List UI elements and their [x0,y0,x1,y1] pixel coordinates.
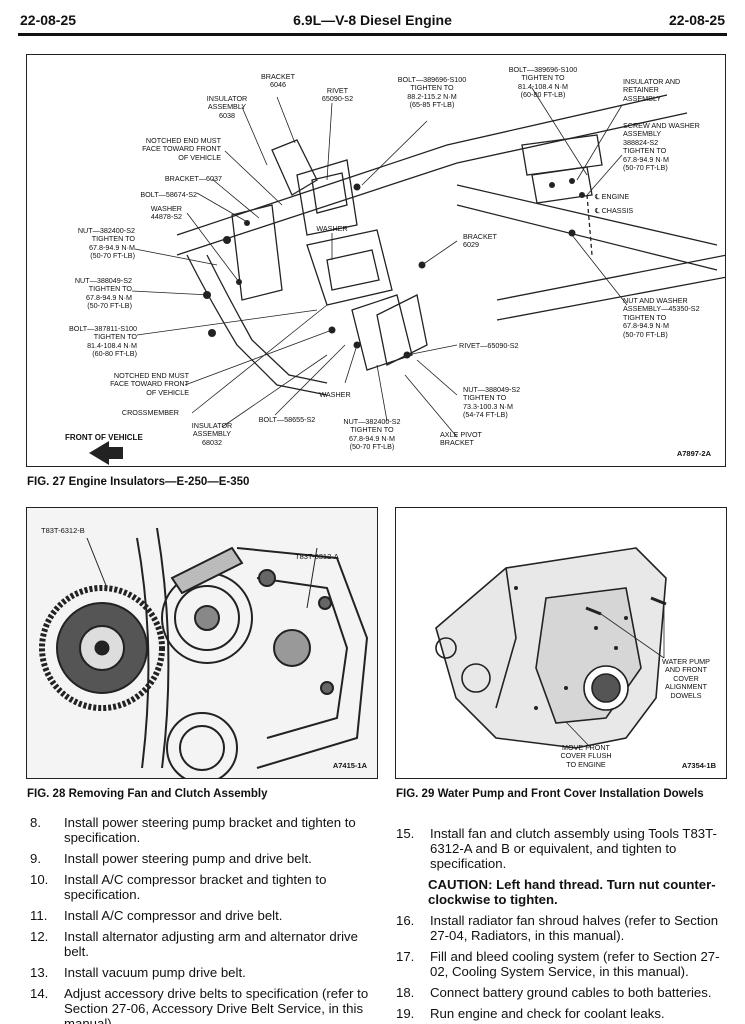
callout-chassis-centerline: ℄ CHASSIS [595,206,634,215]
step-text: Adjust accessory drive belts to specific… [64,986,369,1024]
callout-nut-washer-45350: NUT AND WASHER ASSEMBLY—45350-S2 TIGHTEN… [623,296,700,339]
callout-notched-end-top: NOTCHED END MUST FACE TOWARD FRONT OF VE… [142,136,221,162]
step-number: 19. [396,1006,415,1021]
figure-27-drawing [89,87,725,465]
callout-bracket-6046: BRACKET 6046 [261,72,295,90]
callout-bolt-58655: BOLT—58655-S2 [258,415,316,424]
step-number: 11. [30,908,48,923]
callout-bolt-58674: BOLT—58674-S2 [140,190,197,199]
step-item: 13. Install vacuum pump drive belt. [30,965,372,980]
callout-bracket-6029: BRACKET 6029 [463,232,497,250]
figure-28-caption: FIG. 28 Removing Fan and Clutch Assembly [27,788,268,800]
callout-washer-44878: WASHER 44878-S2 [150,204,182,222]
callout-alignment-dowels: WATER PUMP AND FRONT COVER ALIGNMENT DOW… [662,657,710,700]
step-number: 13. [30,965,49,980]
step-text: Install radiator fan shroud halves (refe… [430,913,719,943]
callout-screw-washer: SCREW AND WASHER ASSEMBLY 388824-S2 TIGH… [623,121,700,173]
figure-27-caption: FIG. 27 Engine Insulators—E-250—E-350 [27,476,249,488]
figure-29-caption: FIG. 29 Water Pump and Front Cover Insta… [396,788,726,801]
figure-27-caption-label: FIG. 27 [27,476,66,488]
callout-rivet-top: RIVET 65090-S2 [321,86,354,104]
callout-move-front-cover: MOVE FRONT COVER FLUSH TO ENGINE [560,743,612,769]
step-text: Connect battery ground cables to both ba… [430,985,712,1000]
step-text: Install vacuum pump drive belt. [64,965,246,980]
step-text: Install power steering pump and drive be… [64,851,312,866]
figure-28-drawing [27,508,377,778]
callout-notched-end-bottom: NOTCHED END MUST FACE TOWARD FRONT OF VE… [110,371,189,397]
page-header: 22-08-25 6.9L—V-8 Diesel Engine 22-08-25 [18,6,727,32]
step-text: Install alternator adjusting arm and alt… [64,929,358,959]
callout-axle-pivot-bracket: AXLE PIVOT BRACKET [440,430,482,448]
callout-crossmember: CROSSMEMBER [121,408,179,417]
step-item: 19. Run engine and check for coolant leak… [396,1006,732,1021]
step-number: 17. [396,949,415,964]
callout-bracket-6037: BRACKET—6037 [164,174,222,183]
step-number: 18. [396,985,415,1000]
left-steps-list: 8. Install power steering pump bracket an… [30,815,372,1024]
step-number: 12. [30,929,49,944]
callout-rivet-bottom: RIVET—65090-S2 [459,341,519,350]
callout-bolt-389696-b: BOLT—389696-S100 TIGHTEN TO 81.4-108.4 N… [508,65,578,100]
step-item: 18. Connect battery ground cables to both… [396,985,732,1000]
step-item: 14. Adjust accessory drive belts to speci… [30,986,372,1024]
step-number: 8. [30,815,41,830]
step-item: 16. Install radiator fan shroud halves (r… [396,913,732,943]
figure-28-fan-clutch: T83T-6312-B T83T-6312-A A7415-1A [26,507,378,779]
figure-28-code: A7415-1A [332,761,367,770]
step-number: 10. [30,872,49,887]
step-item: 8. Install power steering pump bracket an… [30,815,372,845]
step-item: 17. Fill and bleed cooling system (refer … [396,949,732,979]
callout-nut-388049-right: NUT—388049-S2 TIGHTEN TO 73.3-100.3 N·m … [463,385,521,420]
callout-washer-mid: WASHER [316,224,348,233]
header-rule [18,33,727,36]
tool-a-label: T83T-6312-A [295,552,339,561]
step-number: 15. [396,826,415,841]
callout-engine-centerline: ℄ ENGINE [595,192,630,201]
figure-27-engine-insulators: INSULATOR ASSEMBLY 6038 BRACKET 6046 RIV… [26,54,726,467]
callout-nut-382400-left: NUT—382400-S2 TIGHTEN TO 67.8-94.9 N·m (… [77,226,135,261]
step-text: Install A/C compressor and drive belt. [64,908,283,923]
figure-29-code: A7354-1B [681,761,716,770]
page-title: 6.9L—V-8 Diesel Engine [293,12,452,28]
figure-27-code: A7897-2A [676,449,711,458]
callout-nut-388049-left: NUT—388049-S2 TIGHTEN TO 67.8-94.9 N·m (… [74,276,132,311]
step-item: 11. Install A/C compressor and drive belt… [30,908,372,923]
figure-29-caption-text: Water Pump and Front Cover Installation … [437,788,704,800]
caution-note: CAUTION: Left hand thread. Turn nut coun… [428,877,716,907]
figure-28-caption-text: Removing Fan and Clutch Assembly [68,788,268,800]
step-item: 12. Install alternator adjusting arm and … [30,929,372,959]
figure-28-caption-label: FIG. 28 [27,788,66,800]
page-number-left: 22-08-25 [20,12,77,28]
figure-29-caption-label: FIG. 29 [396,788,435,800]
callout-insulator-retainer: INSULATOR AND RETAINER ASSEMBLY [623,77,681,103]
callout-washer-low: WASHER [319,390,351,399]
step-text: Install fan and clutch assembly using To… [430,826,717,871]
callout-nut-382400-bottom: NUT—382400-S2 TIGHTEN TO 67.8-94.9 N·m (… [343,417,401,452]
callout-bolt-387811: BOLT—387811-S100 TIGHTEN TO 81.4-108.4 N… [68,324,137,359]
step-number: 16. [396,913,415,928]
page-number-right: 22-08-25 [668,12,725,28]
callout-bolt-389696-a: BOLT—389696-S100 TIGHTEN TO 88.2-115.2 N… [397,75,467,110]
step-item: 9. Install power steering pump and drive … [30,851,372,866]
step-item: 15. Install fan and clutch assembly using… [396,826,732,871]
front-arrow-icon [89,441,123,465]
tool-b-label: T83T-6312-B [41,526,85,535]
figure-29-drawing [435,547,667,749]
step-number: 14. [30,986,49,1001]
callout-insulator-68032: INSULATOR ASSEMBLY 68032 [191,421,233,447]
step-text: Install power steering pump bracket and … [64,815,356,845]
figure-27-caption-text: Engine Insulators—E-250—E-350 [68,476,250,488]
callout-insulator-6038: INSULATOR ASSEMBLY 6038 [206,94,248,120]
step-text: Install A/C compressor bracket and tight… [64,872,327,902]
step-number: 9. [30,851,41,866]
right-steps-list: 15. Install fan and clutch assembly using… [396,826,732,1024]
step-text: Run engine and check for coolant leaks. [430,1006,665,1021]
step-item: 10. Install A/C compressor bracket and ti… [30,872,372,902]
figure-29-water-pump: WATER PUMP AND FRONT COVER ALIGNMENT DOW… [395,507,727,779]
front-of-vehicle-label: FRONT OF VEHICLE [65,433,143,442]
step-text: Fill and bleed cooling system (refer to … [430,949,720,979]
